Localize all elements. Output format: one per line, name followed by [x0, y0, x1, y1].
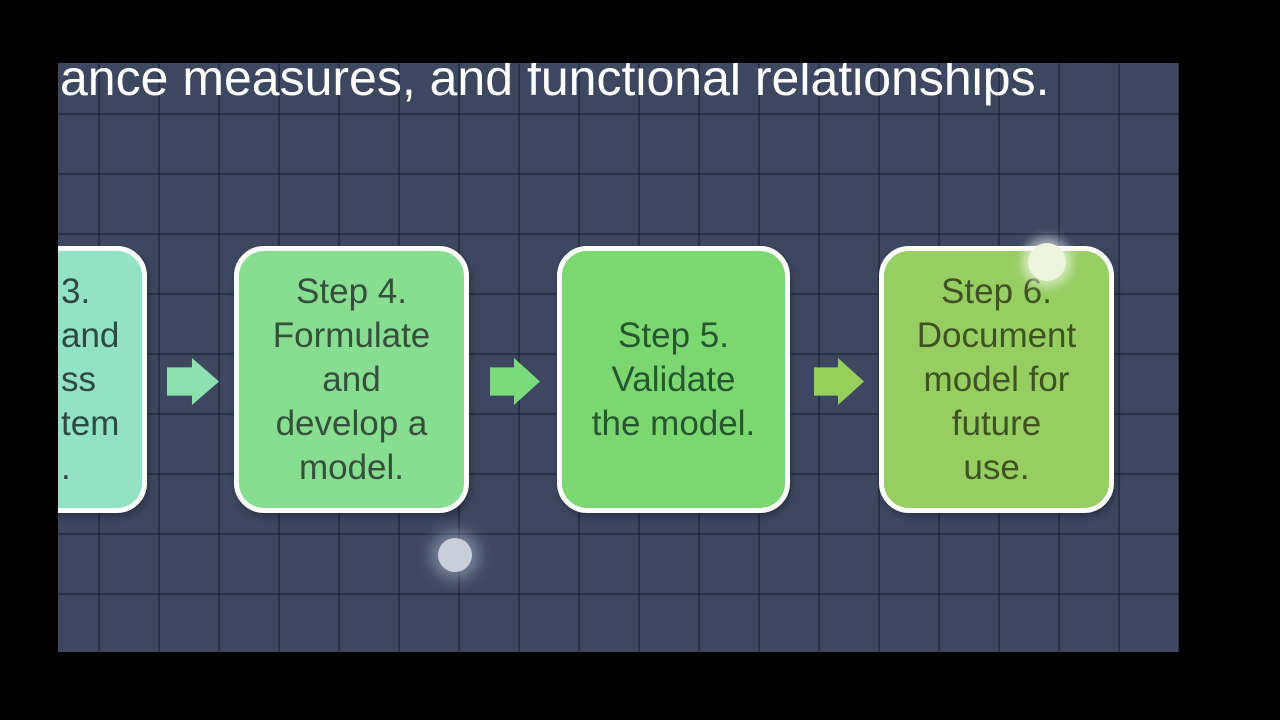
flow-arrow-right-icon [167, 358, 219, 405]
flow-box-step5: Step 5. Validate the model. [557, 246, 790, 513]
flow-arrow-right-icon [814, 358, 864, 405]
flow-box-step5-text: Step 5. Validate the model. [591, 315, 756, 443]
slide-canvas: ance measures, and functional relationsh… [58, 63, 1179, 652]
pointer-dot [438, 538, 472, 572]
flow-box-step3-text: 3. and ss tem . [61, 271, 120, 487]
flow-box-step3-partial [58, 246, 147, 513]
flow-arrow-right-icon [490, 358, 540, 405]
flow-box-step6-text: Step 6. Document model for future use. [916, 271, 1077, 487]
flow-box-step4-text: Step 4. Formulate and develop a model. [272, 271, 431, 487]
highlight-circle [1028, 243, 1066, 281]
slide-title-clipped: ance measures, and functional relationsh… [60, 63, 1050, 106]
flow-box-step4: Step 4. Formulate and develop a model. [234, 246, 469, 513]
flow-box-step6: Step 6. Document model for future use. [879, 246, 1114, 513]
